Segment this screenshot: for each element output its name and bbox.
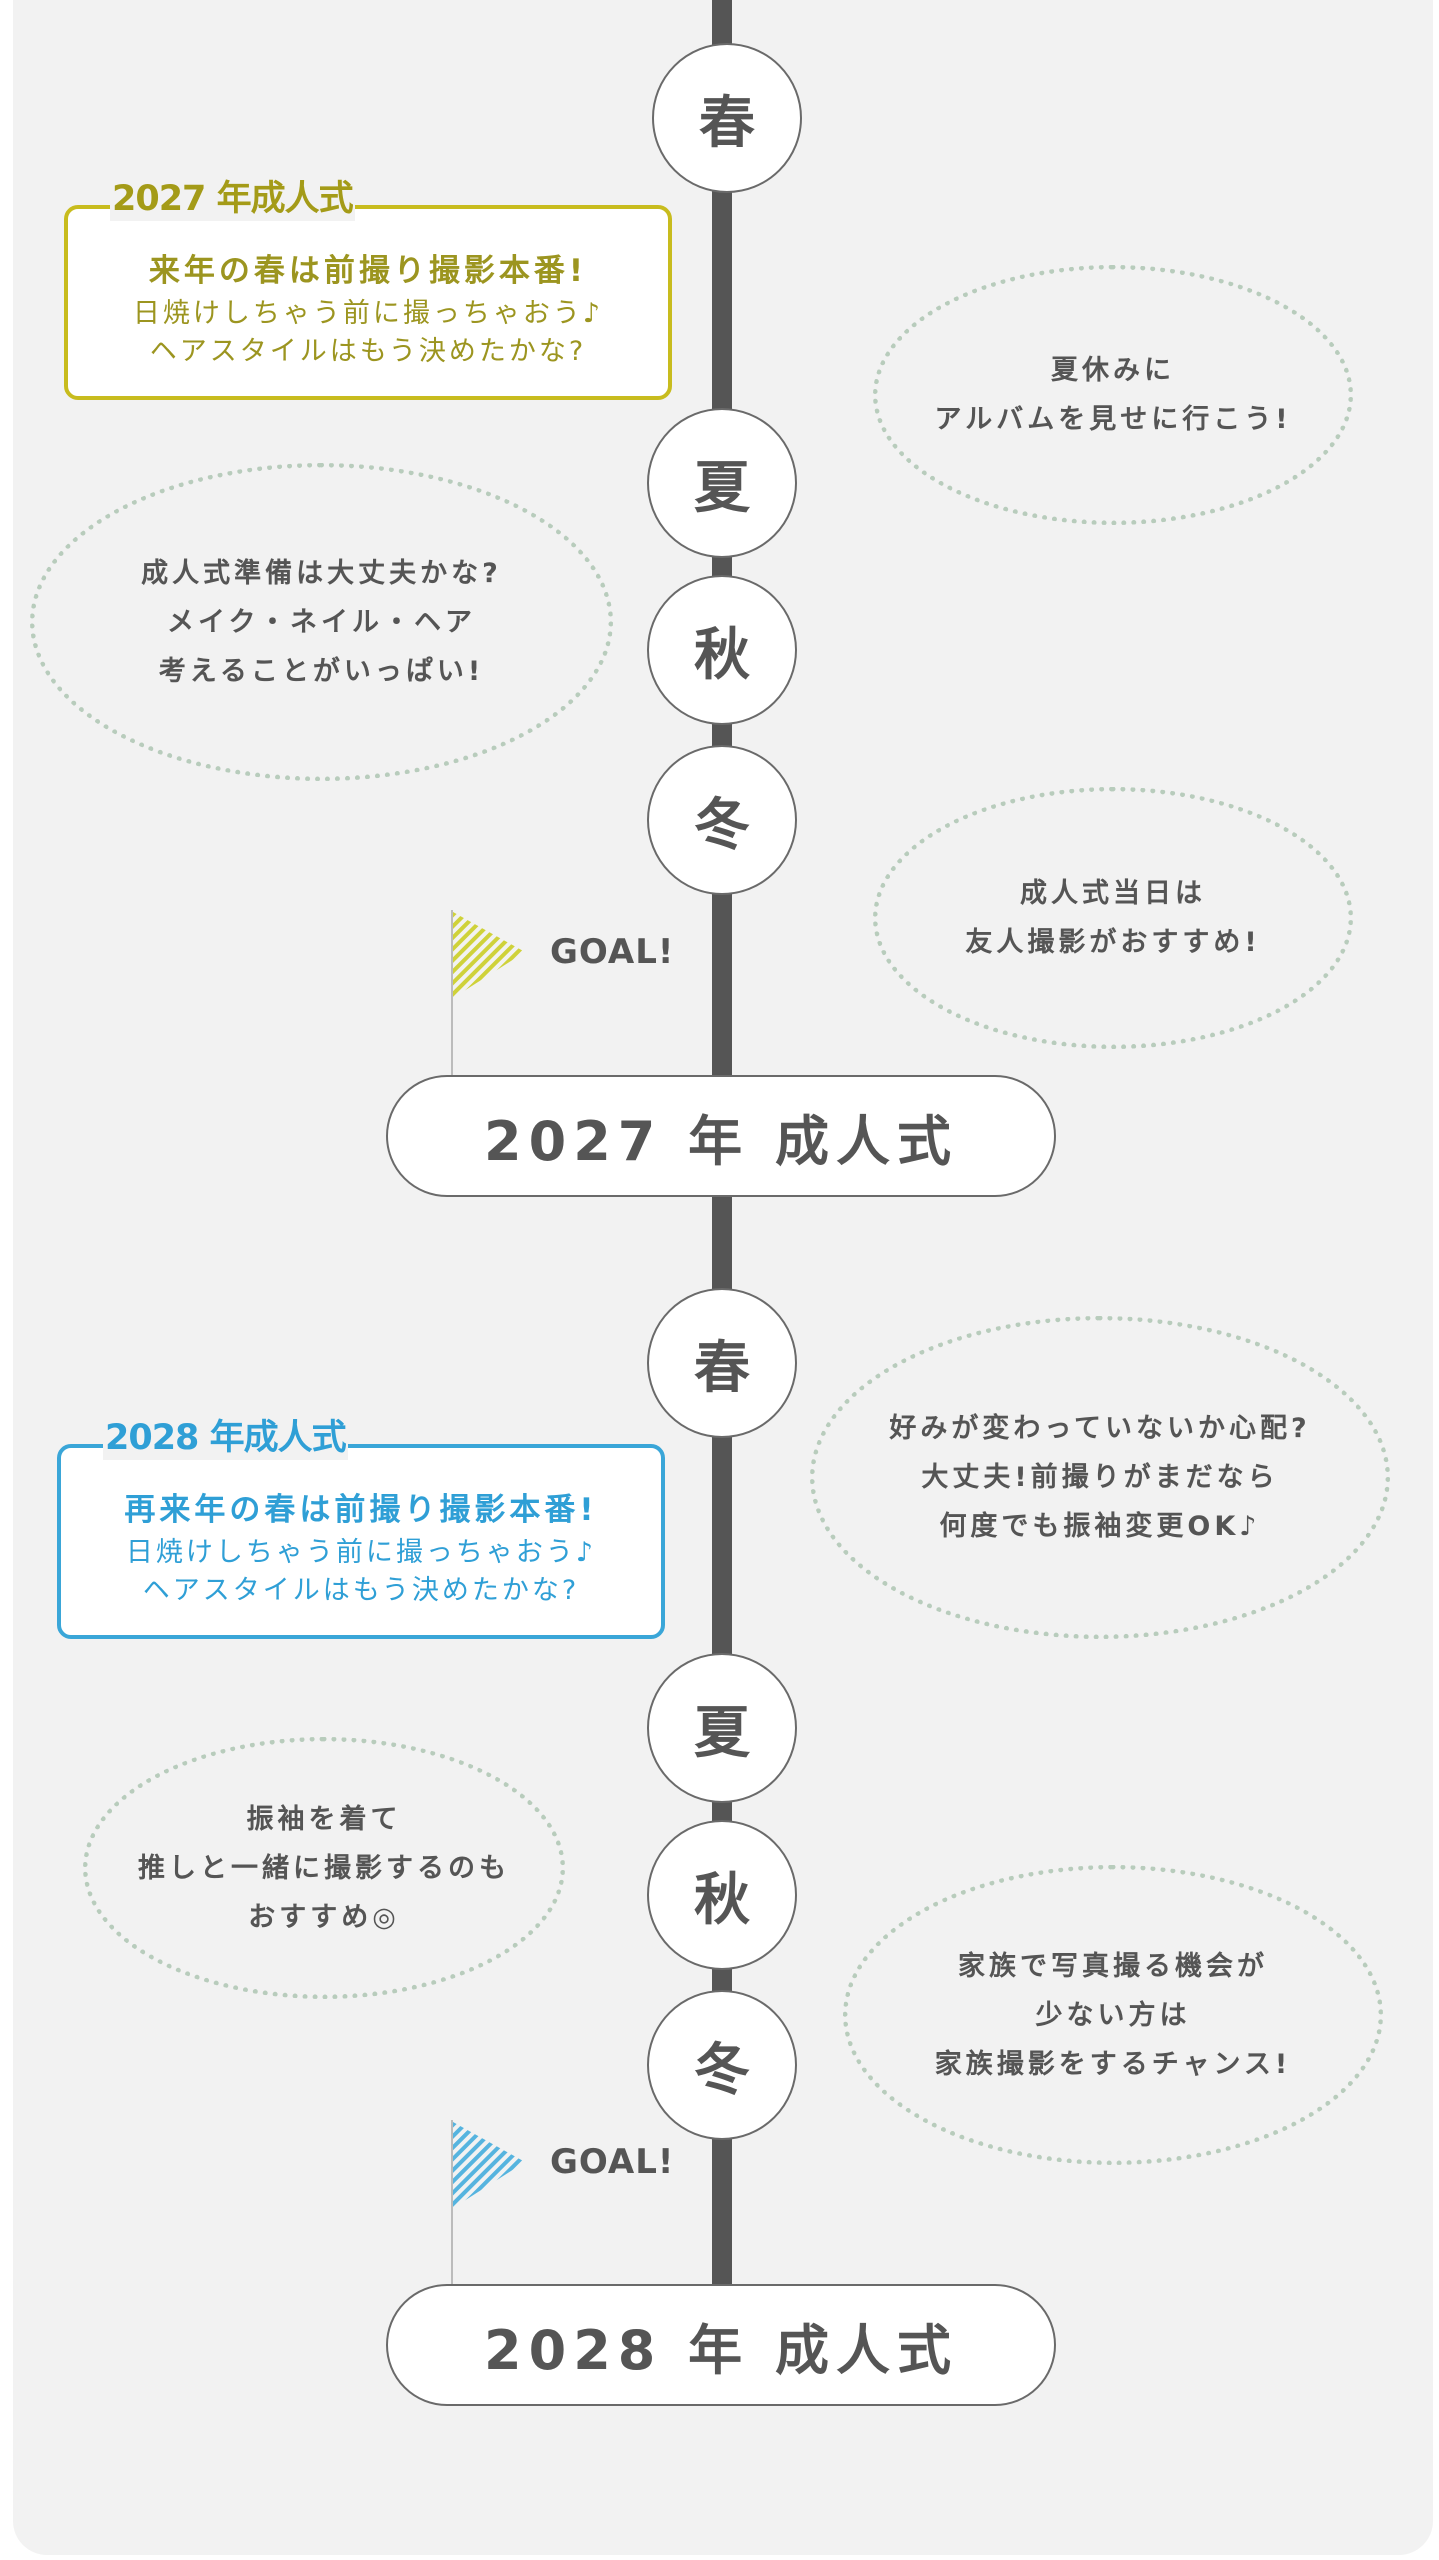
note-2028-heading: 再来年の春は前撮り撮影本番! xyxy=(124,1492,598,1528)
bubble-furisode-oshi-text: 振袖を着て 推しと一緒に撮影するのも おすすめ◎ xyxy=(138,1803,510,1933)
bubble-family-photo-text: 家族で写真撮る機会が 少ない方は 家族撮影をするチャンス! xyxy=(934,1950,1292,2080)
season-summer-2027: 夏 xyxy=(647,408,797,558)
season-autumn-2027: 秋 xyxy=(647,575,797,725)
bubble-preparation: 成人式準備は大丈夫かな? メイク・ネイル・ヘア 考えることがいっぱい! xyxy=(30,463,613,781)
bubble-preparation-text: 成人式準備は大丈夫かな? メイク・ネイル・ヘア 考えることがいっぱい! xyxy=(141,557,502,687)
season-autumn-2028: 秋 xyxy=(647,1820,797,1970)
note-2027-body: 日焼けしちゃう前に撮っちゃおう♪ ヘアスタイルはもう決めたかな? xyxy=(132,298,604,367)
bubble-summer-vacation: 夏休みに アルバムを見せに行こう! xyxy=(873,265,1353,525)
note-2027-heading: 来年の春は前撮り撮影本番! xyxy=(148,253,588,289)
bubble-preference-change-text: 好みが変わっていないか心配? 大丈夫!前撮りがまだなら 何度でも振袖変更OK♪ xyxy=(889,1413,1311,1542)
season-winter-2027: 冬 xyxy=(647,745,797,895)
season-spring-2028: 春 xyxy=(647,1288,797,1438)
bubble-preference-change: 好みが変わっていないか心配? 大丈夫!前撮りがまだなら 何度でも振袖変更OK♪ xyxy=(810,1316,1390,1639)
season-spring-2027: 春 xyxy=(652,43,802,193)
goal-label: GOAL! xyxy=(550,932,675,972)
flag-pole xyxy=(451,910,453,1080)
milestone-2027: 2027 年 成人式 xyxy=(386,1075,1056,1197)
flag-pole xyxy=(451,2120,453,2290)
note-2027: 2027 年成人式 来年の春は前撮り撮影本番! 日焼けしちゃう前に撮っちゃおう♪… xyxy=(64,177,672,400)
bubble-ceremony-day: 成人式当日は 友人撮影がおすすめ! xyxy=(873,787,1353,1049)
flag-icon xyxy=(453,2122,525,2208)
bubble-summer-vacation-text: 夏休みに アルバムを見せに行こう! xyxy=(934,355,1292,435)
note-2028-body: 日焼けしちゃう前に撮っちゃおう♪ ヘアスタイルはもう決めたかな? xyxy=(125,1537,597,1606)
bubble-ceremony-day-text: 成人式当日は 友人撮影がおすすめ! xyxy=(965,878,1261,958)
season-winter-2028: 冬 xyxy=(647,1990,797,2140)
bubble-furisode-oshi: 振袖を着て 推しと一緒に撮影するのも おすすめ◎ xyxy=(83,1737,565,1999)
note-2027-title: 2027 年成人式 xyxy=(110,177,355,221)
goal-flag-2027: GOAL! xyxy=(450,910,690,1080)
goal-flag-2028: GOAL! xyxy=(450,2120,690,2290)
note-2028: 2028 年成人式 再来年の春は前撮り撮影本番! 日焼けしちゃう前に撮っちゃおう… xyxy=(57,1416,665,1639)
goal-label: GOAL! xyxy=(550,2142,675,2182)
milestone-2028: 2028 年 成人式 xyxy=(386,2284,1056,2406)
flag-icon xyxy=(453,912,525,998)
bubble-family-photo: 家族で写真撮る機会が 少ない方は 家族撮影をするチャンス! xyxy=(843,1865,1383,2165)
season-summer-2028: 夏 xyxy=(647,1653,797,1803)
note-2028-title: 2028 年成人式 xyxy=(103,1416,348,1460)
